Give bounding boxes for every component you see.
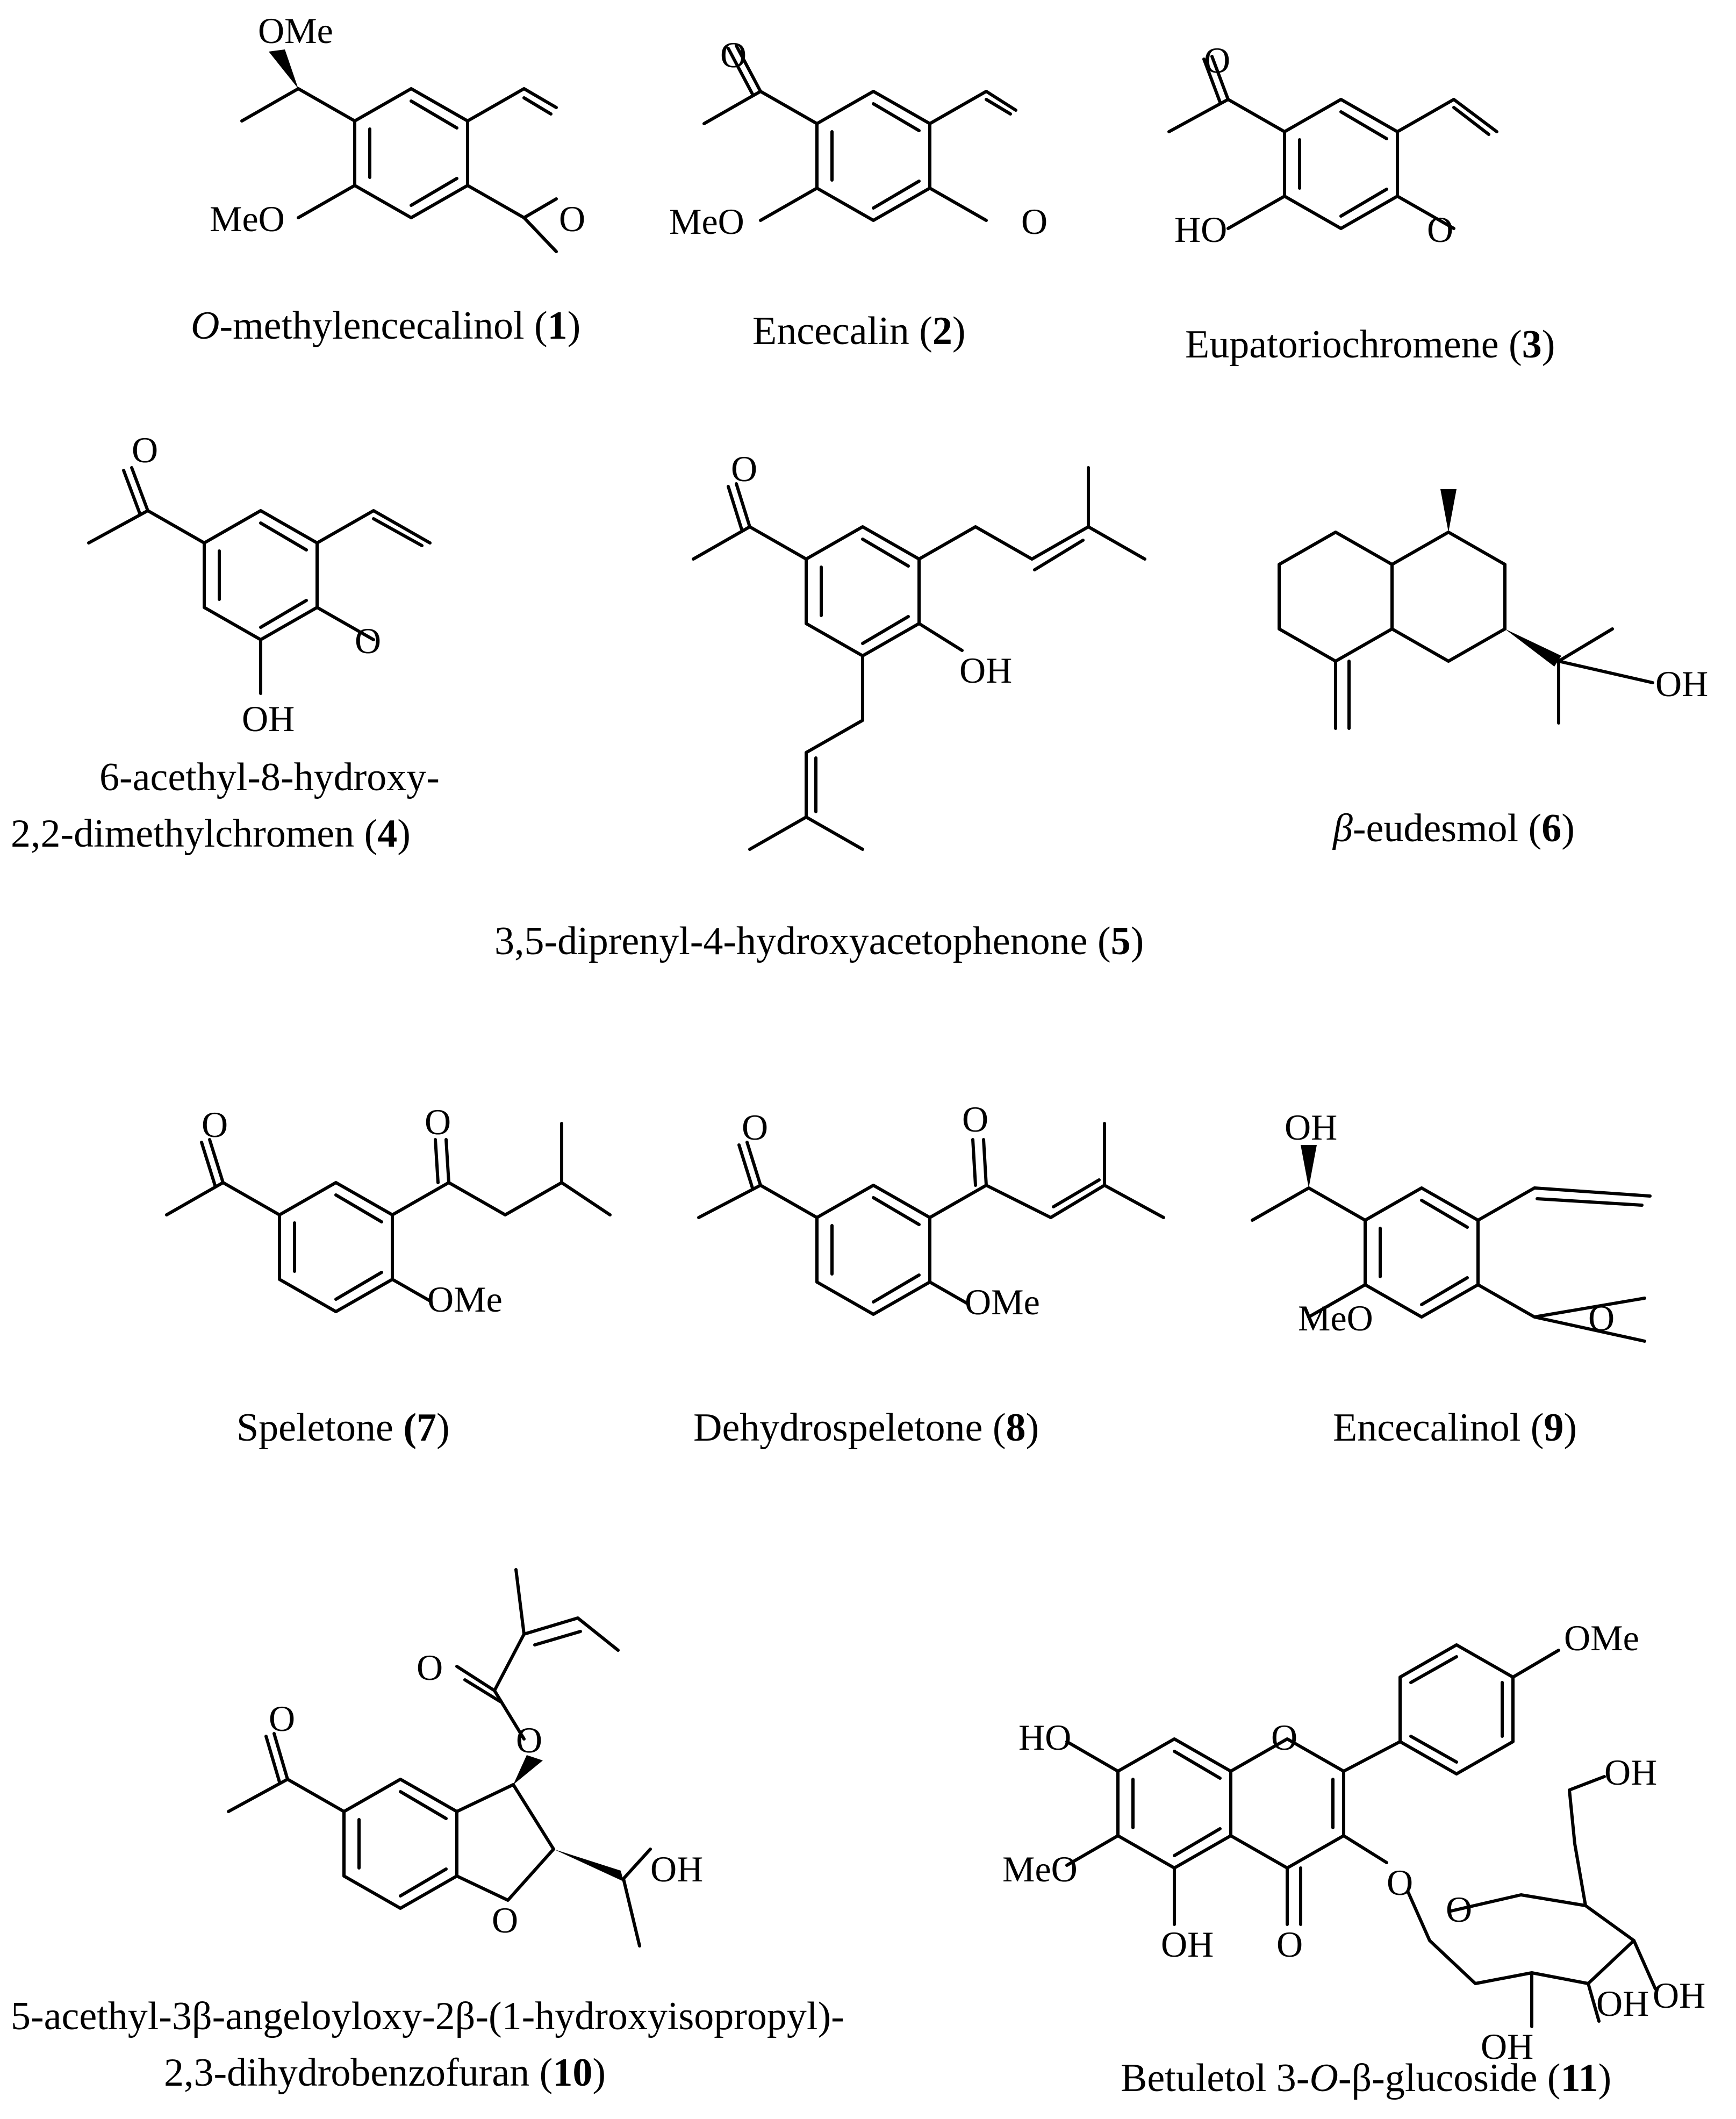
structure-compound-1: OMe MeO O O-methylencecalinol (1) [191, 10, 585, 348]
atom-label-o: O [559, 198, 585, 239]
structure-compound-5: O OH 3,5-diprenyl-4-hydroxyacetophenone … [494, 448, 1146, 963]
atom-label-meo: MeO [1298, 1298, 1373, 1338]
atom-label-o: O [962, 1099, 988, 1140]
compound-7-caption: Speletone (7) [236, 1406, 450, 1450]
compound-3-caption: Eupatoriochromene (3) [1185, 323, 1555, 367]
compound-8-caption: Dehydrospeletone (8) [693, 1406, 1039, 1450]
atom-label-ome: OMe [258, 10, 333, 51]
compound-4-caption-line1: 6-acethyl-8-hydroxy- [99, 755, 440, 799]
compound-2-caption: Encecalin (2) [752, 309, 966, 353]
atom-label-o: O [355, 620, 381, 661]
atom-label-o: O [1276, 1924, 1303, 1965]
atom-label-o: O [1588, 1298, 1615, 1338]
atom-label-o: O [492, 1900, 518, 1941]
structure-compound-4: O O OH 6-acethyl-8-hydroxy- 2,2-dimethyl… [11, 429, 440, 856]
atom-label-o: O [1446, 1889, 1472, 1930]
compound-1-caption: O-methylencecalinol (1) [191, 304, 580, 348]
structure-compound-10: O O O O OH 5-acethyl-3β-angeloyloxy-2β-(… [11, 1568, 844, 2095]
atom-label-ome: OMe [427, 1279, 503, 1320]
compound-9-caption: Encecalinol (9) [1333, 1406, 1577, 1450]
atom-label-meo: MeO [669, 201, 744, 242]
atom-label-o: O [132, 429, 158, 470]
compound-6-caption: β-eudesmol (6) [1332, 806, 1575, 850]
atom-label-oh: OH [1161, 1924, 1214, 1965]
atom-label-oh: OH [1596, 1983, 1649, 2024]
compound-11-caption: Betuletol 3-O-β-glucoside (11) [1121, 2056, 1611, 2100]
atom-label-oh: OH [959, 650, 1012, 691]
compound-10-caption: 2,3-dihydrobenzofuran (10) [164, 2051, 606, 2095]
atom-label-o: O [269, 1698, 295, 1739]
structure-compound-11: OMe HO O MeO OH O O O OH OH OH OH Betule… [1002, 1617, 1705, 2100]
atom-label-oh: OH [650, 1849, 703, 1889]
atom-label-oh: OH [1285, 1107, 1337, 1148]
structure-compound-8: O O OMe Dehydrospeletone (8) [693, 1099, 1165, 1450]
atom-label-ho: HO [1018, 1717, 1071, 1758]
compound-10-caption-line1: 5-acethyl-3β-angeloyloxy-2β-(1-hydroxyis… [11, 1994, 844, 2038]
atom-label-o: O [1387, 1862, 1413, 1903]
atom-label-o: O [720, 34, 747, 75]
compound-4-caption: 2,2-dimethylchromen (4) [11, 812, 411, 856]
atom-label-oh: OH [1653, 1975, 1705, 2016]
atom-label-meo: MeO [210, 198, 285, 239]
compound-5-caption: 3,5-diprenyl-4-hydroxyacetophenone (5) [494, 919, 1144, 963]
atom-label-ho: HO [1174, 209, 1227, 250]
atom-label-o: O [1021, 201, 1048, 242]
atom-label-o: O [1204, 40, 1230, 81]
atom-label-meo: MeO [1002, 1849, 1078, 1889]
structure-compound-3: O HO O Eupatoriochromene (3) [1167, 40, 1555, 367]
atom-label-o: O [1271, 1717, 1297, 1758]
atom-label-o: O [417, 1647, 443, 1688]
atom-label-oh: OH [1481, 2026, 1533, 2067]
atom-label-oh: OH [1604, 1752, 1657, 1793]
atom-label-ome: OMe [965, 1282, 1040, 1322]
structure-compound-2: O MeO O Encecalin (2) [669, 34, 1048, 353]
structure-compound-7: O O OMe Speletone (7) [165, 1101, 612, 1450]
atom-label-ome: OMe [1564, 1617, 1639, 1658]
atom-label-oh: OH [242, 698, 295, 739]
atom-label-o: O [1427, 209, 1453, 250]
atom-label-o: O [425, 1101, 451, 1142]
atom-label-o: O [731, 448, 757, 489]
atom-label-o: O [516, 1720, 542, 1760]
atom-label-o: O [742, 1107, 768, 1148]
atom-label-o: O [202, 1104, 228, 1145]
atom-label-oh: OH [1655, 663, 1708, 704]
structure-compound-6: OH β-eudesmol (6) [1278, 489, 1708, 850]
structure-compound-9: OH MeO O Encecalinol (9) [1251, 1107, 1652, 1450]
